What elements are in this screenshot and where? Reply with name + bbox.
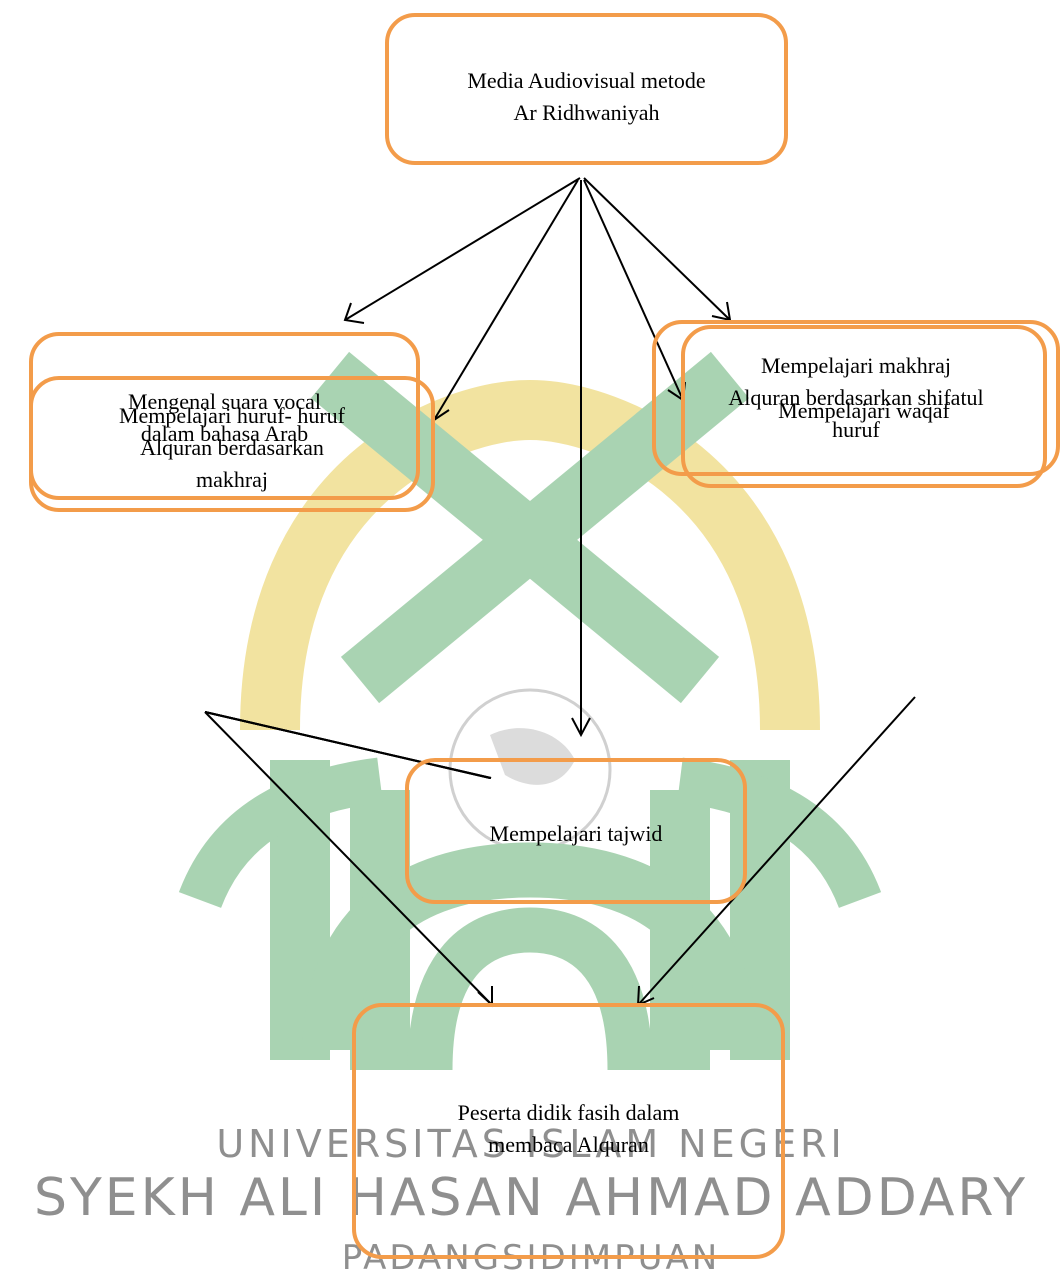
arrow-huruf-down-right [204,711,491,779]
node-makhraj-shifatul-huruf-label: Mempelajari makhraj Alquran berdasarkan … [728,353,984,442]
node-peserta-didik-fasih-label: Peserta didik fasih dalam membaca Alqura… [457,1100,680,1157]
node-mengenal-suara-vocal: Mengenal suara vocal dalam bahasa Arab [29,332,420,500]
arrow-to-waqaf [583,179,684,401]
node-media-audiovisual: Media Audiovisual metode Ar Ridhwaniyah [385,13,788,165]
watermark-line-1: UNIVERSITAS ISLAM NEGERI [216,1122,846,1166]
node-huruf-berdasarkan-makhraj-label: Mempelajari huruf- huruf Alquran berdasa… [118,403,346,492]
arrow-to-vocal [344,177,581,321]
node-mengenal-suara-vocal-label: Mengenal suara vocal dalam bahasa Arab [127,389,322,446]
node-mempelajari-tajwid: Mempelajari tajwid [405,758,747,904]
node-media-audiovisual-label: Media Audiovisual metode Ar Ridhwaniyah [467,68,706,125]
arrowhead-tajwid [571,717,591,738]
node-mempelajari-waqaf-label: Mempelajari waqaf [778,398,950,423]
arrow-to-makhraj-shifat [583,177,731,321]
node-mempelajari-tajwid-label: Mempelajari tajwid [489,821,663,846]
arrowhead-vocal [343,302,365,324]
arrow-waqaf-to-peserta [637,696,916,1006]
arrow-huruf-makhraj-to-peserta-didik-final [204,711,493,1006]
arrow-to-huruf-makhraj [433,179,579,421]
node-mempelajari-waqaf: Mempelajari waqaf [681,325,1047,488]
watermark-line-2: SYEKH ALI HASAN AHMAD ADDARY [34,1168,1028,1228]
node-makhraj-shifatul-huruf: Mempelajari makhraj Alquran berdasarkan … [652,320,1060,476]
node-huruf-berdasarkan-makhraj: Mempelajari huruf- huruf Alquran berdasa… [29,376,435,512]
node-peserta-didik-fasih: Peserta didik fasih dalam membaca Alqura… [352,1003,785,1259]
